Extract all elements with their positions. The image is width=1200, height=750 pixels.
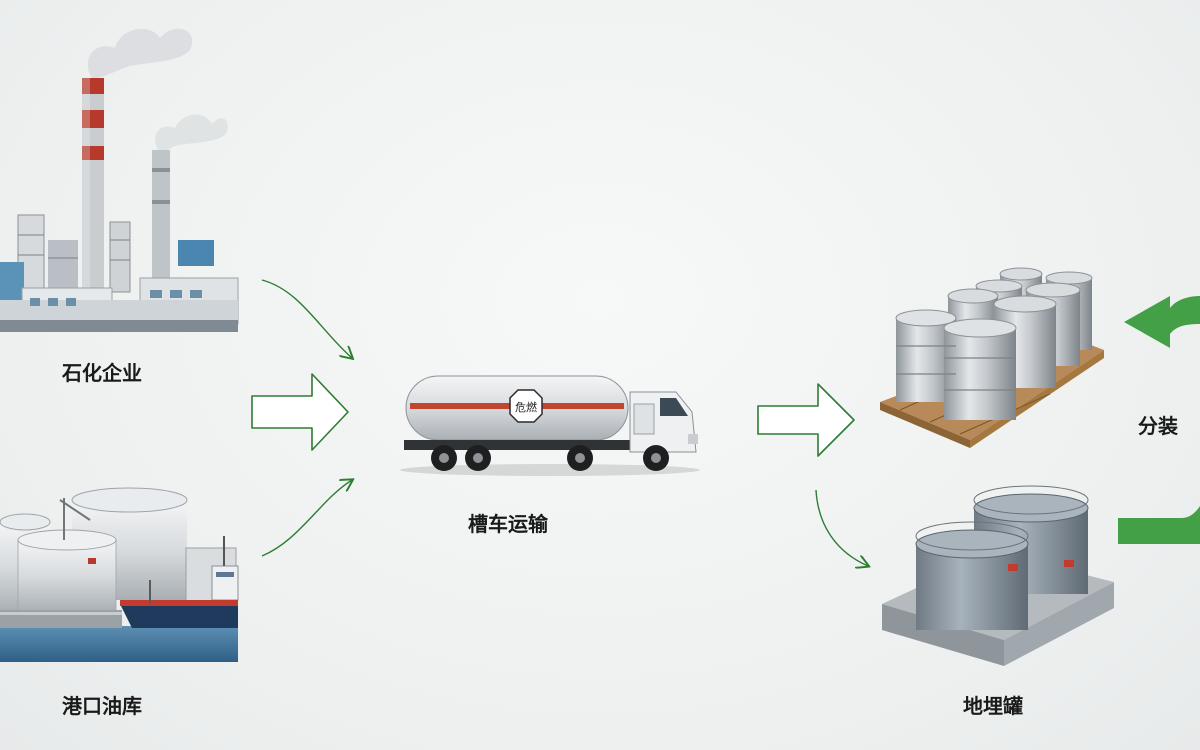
hazard-sign-text: 危燃 xyxy=(515,400,537,414)
block-arrow-to-drums xyxy=(757,383,855,457)
label-repackaging: 分装 xyxy=(1138,414,1178,438)
curved-arrow-to-underground-tank xyxy=(815,489,868,566)
label-tanker-truck: 槽车运输 xyxy=(468,512,548,536)
petrochemical-plant-illustration xyxy=(0,28,239,332)
drums-on-pallet-illustration xyxy=(880,267,1104,448)
block-arrow-to-truck xyxy=(251,373,349,451)
curved-arrow-from-petrochemical xyxy=(261,279,352,358)
curved-arrow-from-port-depot xyxy=(261,480,352,557)
underground-tank-illustration xyxy=(882,485,1114,666)
repackaging-cycle-arrow xyxy=(1124,296,1200,348)
label-petrochemical: 石化企业 xyxy=(62,361,142,385)
tanker-truck-illustration: 危燃 xyxy=(400,375,700,476)
repackaging-cycle-arrow-lower xyxy=(1118,506,1200,544)
label-underground-tank: 地埋罐 xyxy=(963,694,1023,718)
port-depot-illustration xyxy=(0,487,239,662)
label-port-depot: 港口油库 xyxy=(62,694,142,718)
